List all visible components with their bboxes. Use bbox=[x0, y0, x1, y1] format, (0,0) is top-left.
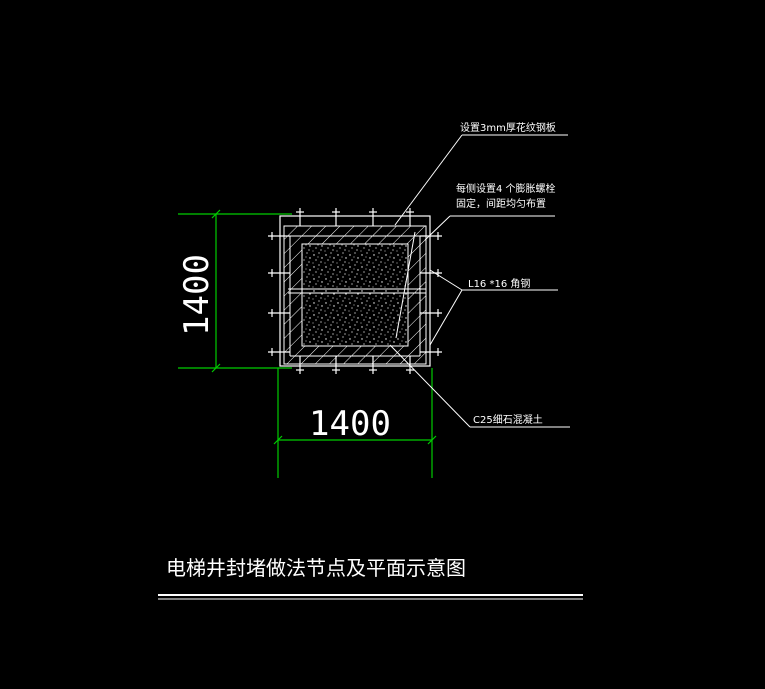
angle-steel-note: L16 *16 角钢 bbox=[468, 277, 530, 290]
horizontal-dimension bbox=[273, 368, 437, 478]
concrete-infill bbox=[301, 243, 409, 347]
bolts-note-line1: 每侧设置4 个膨胀螺栓 bbox=[456, 182, 556, 195]
angle-steel-lines bbox=[288, 235, 426, 357]
height-dimension-label: 1400 bbox=[177, 254, 217, 336]
expansion-bolts-right bbox=[420, 232, 442, 356]
drawing-title: 电梯井封堵做法节点及平面示意图 bbox=[166, 556, 466, 580]
expansion-bolts-bottom bbox=[296, 356, 414, 374]
steel-plate-outline bbox=[279, 215, 431, 367]
leader-lines bbox=[389, 134, 570, 428]
steel-plate-note: 设置3mm厚花纹钢板 bbox=[460, 121, 556, 134]
title-underline bbox=[158, 594, 583, 600]
width-dimension-label: 1400 bbox=[309, 404, 391, 444]
bolts-note-line2: 固定，间距均匀布置 bbox=[456, 197, 546, 210]
expansion-bolts-top bbox=[296, 208, 414, 226]
vertical-dimension bbox=[178, 209, 292, 373]
expansion-bolts-left bbox=[268, 232, 290, 356]
concrete-note: C25细石混凝土 bbox=[473, 413, 543, 426]
